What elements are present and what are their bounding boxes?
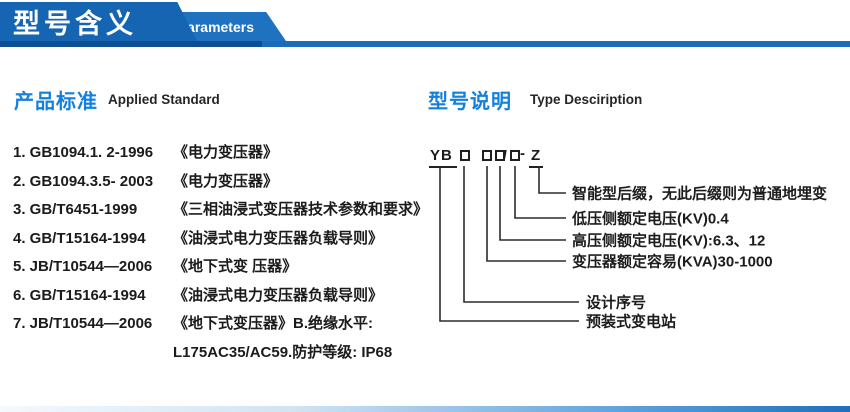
footer-accent-bar: [0, 406, 850, 412]
standard-name: 《电力变压器》: [173, 172, 279, 190]
standard-code: 6. GB/T15164-1994: [13, 286, 146, 304]
standard-code: 4. GB/T15164-1994: [13, 229, 146, 247]
standard-item: 4. GB/T15164-1994 《油浸式电力变压器负载导则》: [13, 225, 428, 254]
standards-section-title-en: Applied Standard: [108, 92, 220, 107]
standards-list: 1. GB1094.1. 2-1996 《电力变压器》 2. GB1094.3.5…: [13, 139, 428, 367]
standard-name: 《地下式变压器》B.绝缘水平:: [173, 315, 373, 332]
model-code-prefix: YB: [429, 148, 457, 168]
diagram-label: 设计序号: [586, 294, 647, 312]
standard-item: 1. GB1094.1. 2-1996 《电力变压器》: [13, 139, 428, 168]
standard-code: 3. GB/T6451-1999: [13, 201, 138, 218]
header-strip: [0, 41, 850, 47]
standard-item: 2. GB1094.3.5- 2003 《电力变压器》: [13, 168, 428, 197]
standards-section-title-cn: 产品标准: [14, 91, 98, 113]
standard-code: 5. JB/T10544—2006: [13, 258, 153, 275]
type-section-title-cn: 型号说明: [428, 91, 512, 113]
standard-name: 《地下式变 压器》: [173, 258, 298, 275]
code-placeholder-box: [510, 150, 520, 161]
standard-item: 7. JB/T10544—2006 《地下式变压器》B.绝缘水平:: [13, 310, 428, 339]
type-section-title-en: Type Desciription: [530, 92, 643, 107]
diagram-label: 变压器额定容易(KVA)30-1000: [572, 253, 773, 271]
standard-code: 2. GB1094.3.5- 2003: [13, 172, 154, 190]
diagram-label: 高压侧额定电压(KV):6.3、12: [572, 232, 766, 250]
standard-name: 《油浸式电力变压器负载导则》: [173, 286, 384, 304]
model-code-suffix: Z: [529, 148, 544, 168]
standard-item-continuation: L175AC35/AC59.防护等级: IP68: [173, 343, 393, 361]
page-title: 型号含义: [13, 9, 137, 39]
diagram-label: 智能型后缀，无此后缀则为普通地埋变: [572, 185, 828, 203]
diagram-label: 预装式变电站: [586, 313, 677, 331]
code-placeholder-box: [482, 150, 492, 161]
diagram-label: 低压侧额定电压(KV)0.4: [572, 210, 729, 228]
standard-code: 7. JB/T10544—2006: [13, 315, 153, 332]
header-title-banner: 型号含义: [0, 2, 197, 41]
code-placeholder-box: [495, 150, 505, 161]
standard-item: 3. GB/T6451-1999 《三相油浸式变压器技术参数和要求》: [13, 196, 428, 225]
model-code-slash: /: [503, 147, 507, 163]
standard-item: 6. GB/T15164-1994 《油浸式电力变压器负载导则》: [13, 282, 428, 311]
code-placeholder-box: [460, 150, 470, 161]
model-code-dash: -: [520, 145, 525, 162]
standard-item: 5. JB/T10544—2006 《地下式变 压器》: [13, 253, 428, 282]
header-strip-shadow: [0, 41, 262, 47]
standard-code: 1. GB1094.1. 2-1996: [13, 144, 154, 161]
standard-name: 《油浸式电力变压器负载导则》: [173, 229, 384, 247]
standard-name: 《电力变压器》: [173, 144, 279, 161]
standard-name: 《三相油浸式变压器技术参数和要求》: [173, 201, 429, 218]
